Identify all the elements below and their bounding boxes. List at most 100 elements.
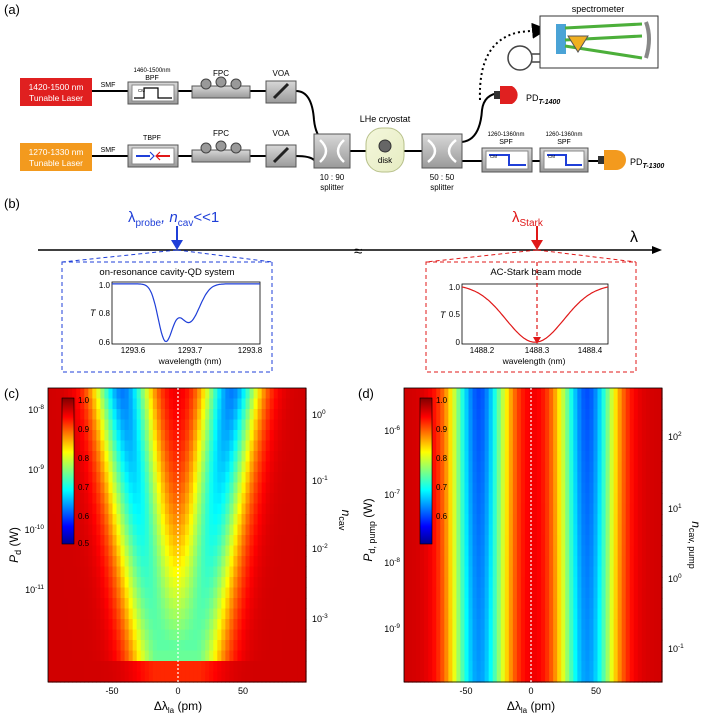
- heatmap-cell: [237, 566, 243, 578]
- heatmap-cell: [168, 619, 174, 631]
- heatmap-c-ytick-left-2: 10-9: [28, 464, 44, 475]
- heatmap-cell: [601, 640, 607, 652]
- heatmap-cell: [181, 556, 186, 568]
- heatmap-cell: [68, 608, 73, 620]
- heatmap-cell: [520, 482, 526, 494]
- heatmap-cell: [116, 524, 122, 536]
- heatmap-cell: [277, 598, 283, 610]
- heatmap-cell: [605, 619, 611, 631]
- heatmap-cell: [488, 608, 494, 620]
- heatmap-cell: [468, 461, 474, 473]
- heatmap-cell: [217, 440, 222, 452]
- heatmap-cell: [404, 430, 409, 442]
- heatmap-cell: [233, 608, 239, 620]
- heatmap-cell: [189, 524, 194, 536]
- heatmap-cell: [277, 629, 283, 641]
- heatmap-cell: [148, 461, 154, 473]
- heatmap-cell: [88, 619, 93, 631]
- heatmap-cell: [492, 493, 498, 505]
- heatmap-cell: [144, 514, 150, 526]
- heatmap-cell: [484, 388, 490, 400]
- heatmap-cell: [96, 535, 102, 547]
- heatmap-cell: [201, 619, 206, 631]
- heatmap-cell: [241, 409, 247, 421]
- heatmap-cell: [448, 503, 453, 515]
- heatmap-cell: [277, 472, 283, 484]
- heatmap-cell: [593, 440, 599, 452]
- heatmap-cell: [225, 430, 231, 442]
- heatmap-cell: [557, 577, 562, 589]
- heatmap-cell: [84, 598, 89, 610]
- heatmap-cell: [629, 640, 635, 652]
- heatmap-cell: [217, 619, 222, 631]
- heatmap-cell: [452, 671, 458, 683]
- heatmap-cell: [428, 650, 433, 662]
- heatmap-cell: [605, 451, 611, 463]
- heatmap-cell: [213, 640, 218, 652]
- heatmap-cell: [541, 608, 546, 620]
- heatmap-cell: [253, 472, 259, 484]
- heatmap-cell: [557, 608, 562, 620]
- heatmap-cell: [609, 608, 615, 620]
- heatmap-cell: [569, 556, 574, 568]
- heatmap-cell: [221, 440, 226, 452]
- heatmap-cell: [456, 577, 462, 589]
- heatmap-cell: [581, 482, 587, 494]
- heatmap-cell: [209, 524, 214, 536]
- heatmap-cell: [565, 619, 570, 631]
- heatmap-cell: [653, 440, 659, 452]
- heatmap-cell: [404, 535, 409, 547]
- heatmap-cell: [448, 409, 453, 421]
- heatmap-cell: [80, 482, 85, 494]
- heatmap-cell: [72, 619, 77, 631]
- heatmap-cell: [177, 398, 182, 410]
- heatmap-cell: [621, 608, 627, 620]
- heatmap-cell: [168, 451, 174, 463]
- heatmap-cell: [621, 577, 627, 589]
- heatmap-cell: [613, 440, 619, 452]
- heatmap-cell: [221, 661, 226, 673]
- heatmap-cell: [257, 514, 263, 526]
- heatmap-cell: [573, 409, 578, 421]
- heatmap-cell: [589, 587, 595, 599]
- heatmap-cell: [601, 619, 607, 631]
- heatmap-cell: [561, 650, 566, 662]
- heatmap-d-ytick-right-3: 100: [668, 573, 682, 584]
- spf2-label-2: SPF: [557, 139, 571, 146]
- heatmap-cell: [293, 409, 299, 421]
- inset-left-title: on-resonance cavity-QD system: [99, 267, 234, 278]
- heatmap-cell: [177, 493, 182, 505]
- heatmap-cell: [205, 493, 210, 505]
- heatmap-cell: [217, 430, 222, 442]
- heatmap-cell: [448, 388, 453, 400]
- heatmap-cell: [500, 493, 506, 505]
- heatmap-cell: [549, 671, 554, 683]
- heatmap-cell: [553, 503, 558, 515]
- heatmap-cell: [440, 461, 445, 473]
- heatmap-cell: [289, 482, 295, 494]
- heatmap-cell: [464, 545, 470, 557]
- heatmap-cell: [520, 472, 526, 484]
- heatmap-cell: [237, 409, 243, 421]
- heatmap-cell: [185, 598, 190, 610]
- heatmap-cell: [508, 629, 514, 641]
- heatmap-cell: [164, 566, 170, 578]
- heatmap-cell: [412, 430, 417, 442]
- heatmap-cell: [557, 398, 562, 410]
- heatmap-cell: [193, 419, 198, 431]
- cryostat: [365, 127, 405, 173]
- heatmap-cell: [460, 650, 466, 662]
- heatmap-cell: [424, 598, 429, 610]
- heatmap-cell: [297, 545, 303, 557]
- heatmap-cell: [516, 440, 522, 452]
- heatmap-cell: [512, 629, 518, 641]
- heatmap-c-ytick-left-1: 10-8: [28, 404, 44, 415]
- heatmap-cell: [492, 503, 498, 515]
- heatmap-cell: [253, 545, 259, 557]
- heatmap-cell: [293, 524, 299, 536]
- heatmap-cell: [496, 388, 502, 400]
- heatmap-cell: [597, 451, 603, 463]
- heatmap-cell: [621, 430, 627, 442]
- heatmap-cell: [609, 619, 615, 631]
- heatmap-cell: [108, 388, 114, 400]
